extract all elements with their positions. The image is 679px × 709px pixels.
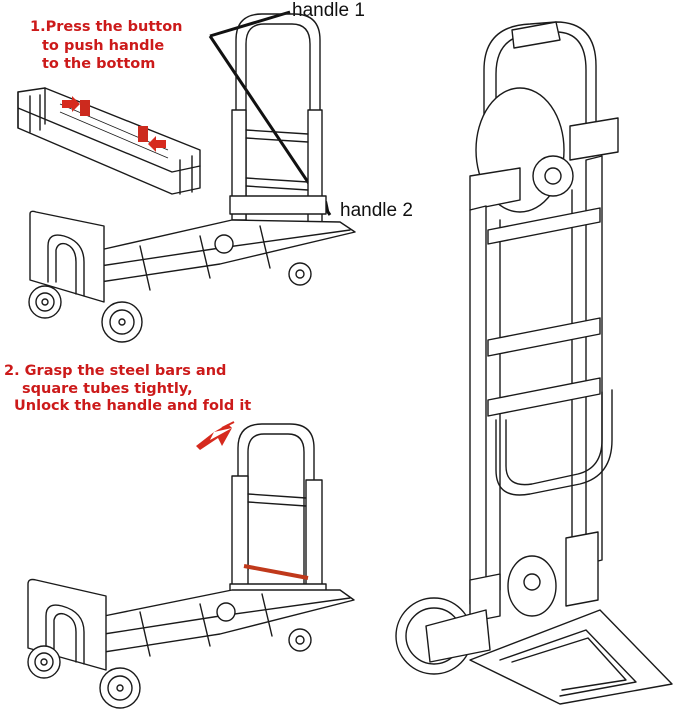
handle1-label: handle 1: [292, 0, 365, 21]
step1-line1: 1.Press the button: [30, 19, 183, 35]
highlight-steel-bar: [243, 564, 309, 580]
button-closeup: [17, 87, 201, 195]
red-arrow-icon: [62, 96, 166, 152]
step1-line3: to the bottom: [42, 56, 156, 72]
cart-unfolded-top: [28, 13, 356, 343]
handle2-label: handle 2: [340, 200, 413, 221]
release-button-left: [80, 100, 90, 116]
release-button-right: [138, 126, 148, 142]
folded-hand-truck: [395, 21, 673, 705]
cart-folding-bottom: [27, 423, 355, 709]
step1-line2: to push handle: [42, 38, 165, 54]
fold-direction-arrow-icon: [196, 421, 235, 450]
step2-line3: Unlock the handle and fold it: [14, 398, 252, 414]
step2-line1: 2. Grasp the steel bars and: [4, 363, 227, 379]
step2-line2: square tubes tightly,: [22, 381, 193, 397]
